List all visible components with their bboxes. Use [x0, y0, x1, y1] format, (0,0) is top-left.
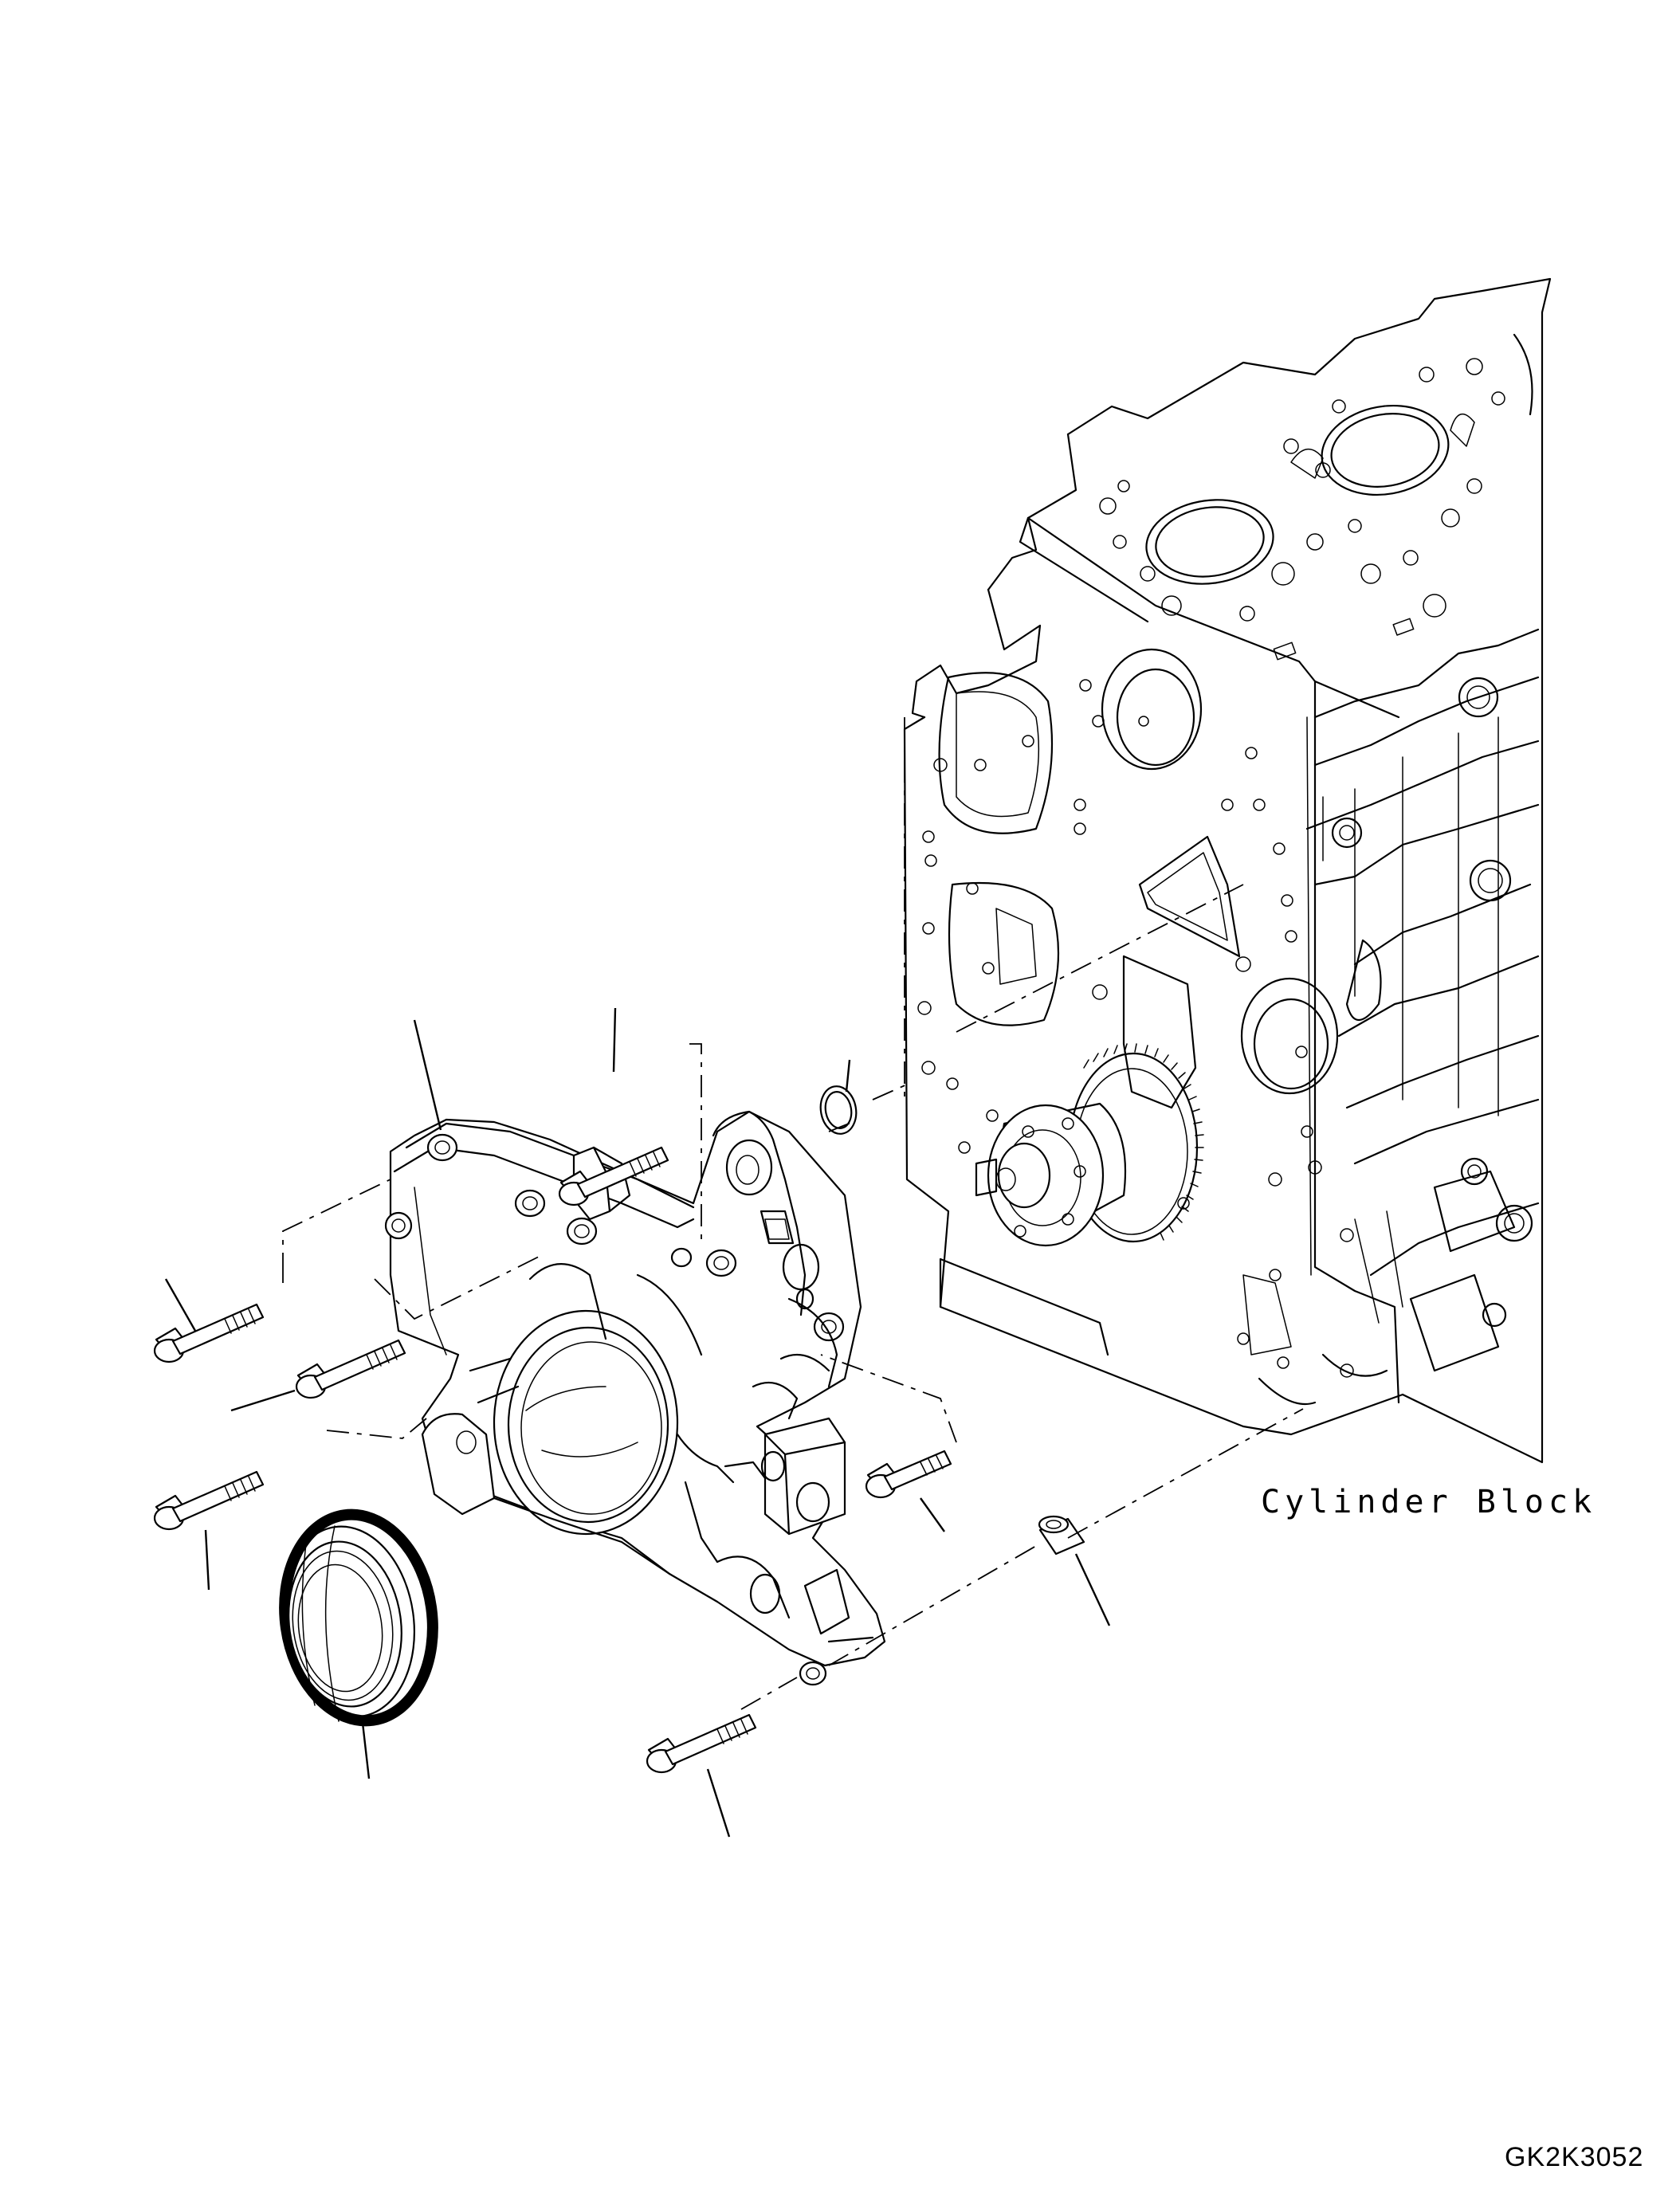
cylinder-block-label: Cylinder Block [1261, 1484, 1597, 1520]
assembly-centerlines [282, 717, 1304, 1710]
drawing-number: GK2K3052 [1505, 2142, 1644, 2172]
flange-bolt-drawing [153, 1146, 952, 1774]
oil-seal-drawing [279, 1508, 438, 1727]
o-ring-drawing [819, 1085, 858, 1135]
dowel-pin-drawing [1038, 1515, 1085, 1556]
cylinder-block-drawing [903, 277, 1552, 1464]
callout-leaders [164, 1007, 1111, 1838]
gear-drawing [975, 1043, 1204, 1247]
front-cover-drawing [384, 1110, 886, 1686]
